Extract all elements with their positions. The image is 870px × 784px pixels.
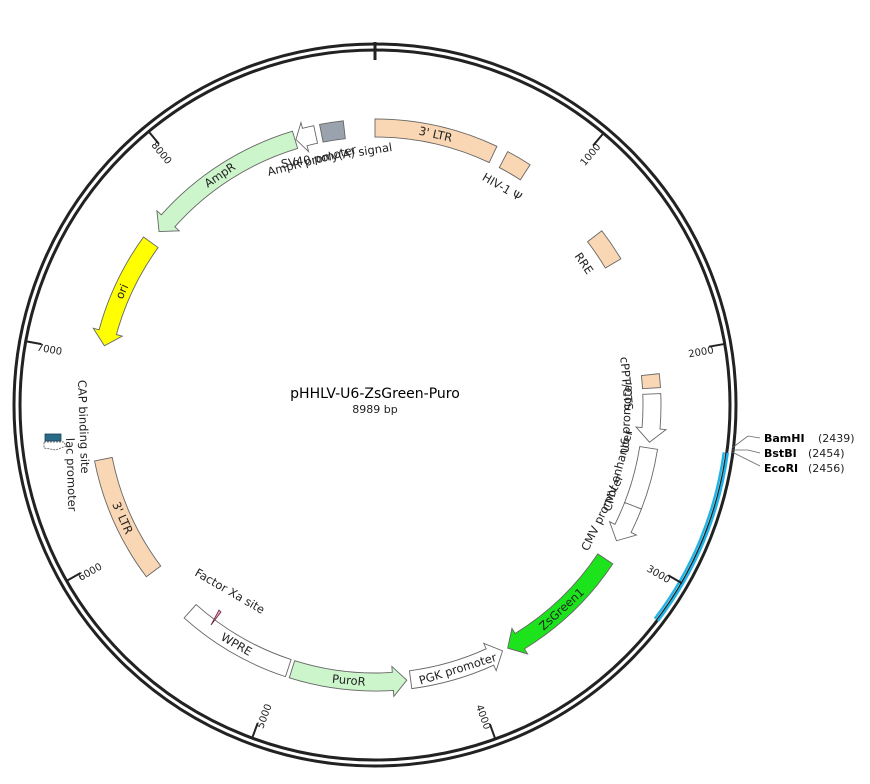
feature-ampr-promoter-shape xyxy=(295,120,319,153)
plasmid-size: 8989 bp xyxy=(352,403,397,416)
site-bstbi[interactable]: BstBI (2454) xyxy=(764,447,845,460)
feature-cmv-promoter-label: CMV promoter xyxy=(578,472,626,553)
feature-zsgreen1[interactable]: ZsGreen1 xyxy=(507,553,614,655)
tick-7000 xyxy=(25,340,42,346)
lac-promoter-glyph xyxy=(43,441,67,451)
tick-5000 xyxy=(251,722,259,739)
feature-3-ltr-top-shape xyxy=(374,118,498,164)
feature-3-ltr-bottom[interactable]: 3' LTR xyxy=(94,456,162,578)
feature-zsgreen1-label: ZsGreen1 xyxy=(536,585,587,633)
site-bamhi[interactable]: BamHI (2439) xyxy=(764,432,855,445)
feature-3-ltr-top[interactable]: 3' LTR xyxy=(374,118,498,164)
tick-label-2000: 2000 xyxy=(688,345,715,360)
feature-cppt-cts[interactable]: cPPT/CTS xyxy=(617,356,661,411)
factor-xa-site-glyph xyxy=(210,609,222,626)
tick-label-3000: 3000 xyxy=(644,564,672,586)
tick-label-1000: 1000 xyxy=(579,142,604,169)
site-ecori[interactable]: EcoRI (2456) xyxy=(764,462,845,475)
feature-zsgreen1-shape xyxy=(507,553,614,655)
feature-ori-label: ori xyxy=(112,282,131,301)
feature-pgk-promoter-shape xyxy=(408,642,504,690)
highlight-region xyxy=(653,452,729,622)
tick-6000 xyxy=(66,572,82,582)
feature-puror-label: PuroR xyxy=(331,672,366,689)
feature-u6-promoter[interactable]: U6 promoter xyxy=(618,380,668,454)
feature-ampr[interactable]: AmpR xyxy=(156,130,299,232)
site-bstbi-pos: (2454) xyxy=(808,447,845,460)
feature-ampr-shape xyxy=(156,130,299,232)
feature-sv40-polya-shape xyxy=(319,120,346,143)
feature-wpre[interactable]: WPRE xyxy=(183,603,292,678)
tick-8000 xyxy=(147,130,160,145)
feature-pgk-promoter[interactable]: PGK promoter xyxy=(408,642,504,690)
feature-rre[interactable]: RRE xyxy=(572,230,622,277)
feature-wpre-shape xyxy=(183,603,292,678)
site-leader-lines xyxy=(731,435,761,467)
lac-promoter-label: lac promoter xyxy=(63,438,80,512)
site-bstbi-name: BstBI xyxy=(764,447,797,460)
feature-ori[interactable]: ori xyxy=(92,236,159,347)
restriction-sites: BamHI (2439) BstBI (2454) EcoRI (2456) xyxy=(731,432,855,475)
highlight-arc-1 xyxy=(653,452,725,620)
tick-3000 xyxy=(667,574,683,585)
tick-label-7000: 7000 xyxy=(36,343,63,358)
cap-binding-site-glyph xyxy=(44,433,62,442)
tick-label-8000: 8000 xyxy=(149,140,174,167)
highlight-arc-2 xyxy=(657,452,729,622)
feature-cppt-cts-shape xyxy=(640,373,661,390)
factor-xa-site-label: Factor Xa site xyxy=(193,565,268,616)
lac-promoter-feature[interactable]: lac promoter xyxy=(43,438,80,512)
feature-cmv-enhancer-shape xyxy=(624,446,659,510)
feature-rre-label: RRE xyxy=(572,250,597,277)
feature-u6-promoter-shape xyxy=(634,393,668,443)
site-ecori-pos: (2456) xyxy=(808,462,845,475)
feature-cppt-cts-label: cPPT/CTS xyxy=(617,356,636,410)
site-bamhi-name: BamHI xyxy=(764,432,805,445)
tick-1000 xyxy=(592,132,605,147)
feature-puror[interactable]: PuroR xyxy=(288,660,408,698)
feature-rre-shape xyxy=(586,230,622,269)
feature-ori-shape xyxy=(92,236,159,347)
cap-binding-site-feature[interactable]: CAP binding site xyxy=(44,380,92,474)
feature-hiv-psi-shape xyxy=(498,151,531,181)
tick-4000 xyxy=(488,723,497,740)
feature-u6-promoter-label: U6 promoter xyxy=(618,380,635,454)
feature-puror-shape xyxy=(288,660,408,698)
tick-label-6000: 6000 xyxy=(77,562,105,584)
cap-binding-site-label: CAP binding site xyxy=(75,380,92,474)
tick-label-5000: 5000 xyxy=(255,703,274,731)
site-ecori-name: EcoRI xyxy=(764,462,798,475)
feature-cmv-promoter-shape xyxy=(608,501,642,542)
site-bamhi-pos: (2439) xyxy=(818,432,855,445)
plasmid-name: pHHLV-U6-ZsGreen-Puro xyxy=(290,386,460,402)
tick-2000 xyxy=(708,342,725,348)
tick-label-4000: 4000 xyxy=(473,703,492,731)
feature-3-ltr-bottom-shape xyxy=(94,456,162,578)
